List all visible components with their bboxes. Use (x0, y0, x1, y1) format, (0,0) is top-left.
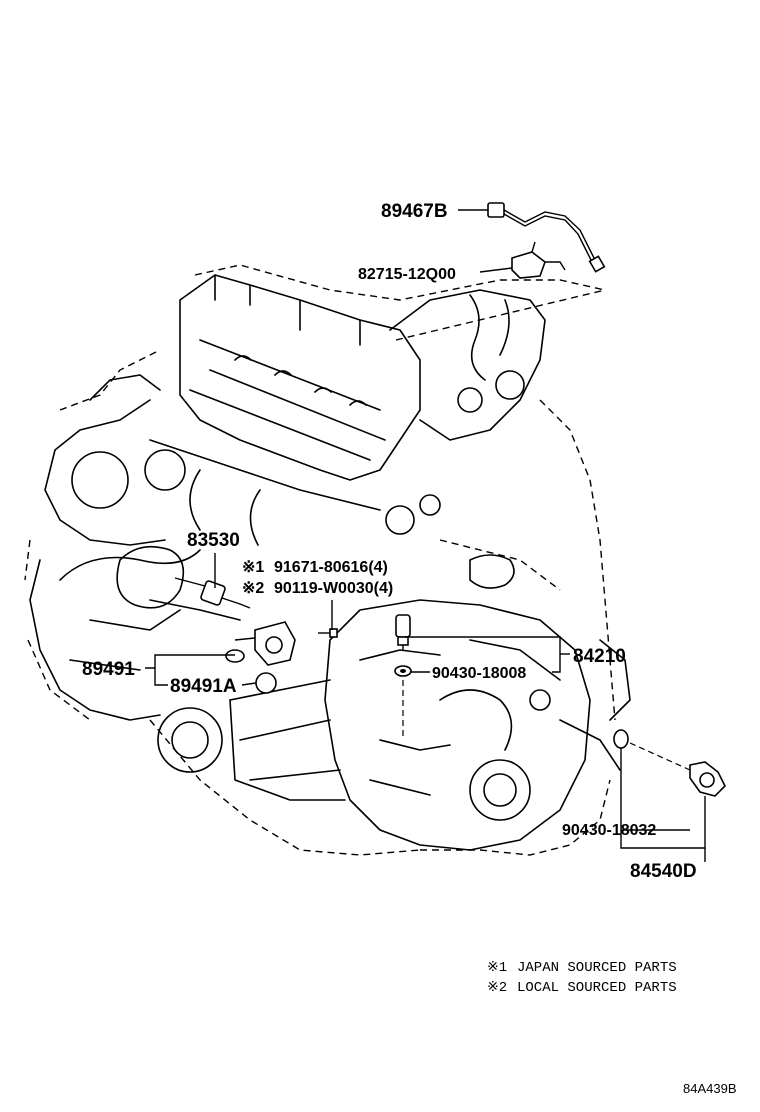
note-marker-1: ※1 (487, 960, 507, 976)
part-marker-2: ※2 (242, 580, 264, 597)
gasket-18032-part (613, 729, 629, 749)
part-label-91671-80616: 91671-80616(4) (274, 559, 388, 576)
gasket-18008-part (394, 665, 412, 677)
part-label-90119-W0030: 90119-W0030(4) (274, 580, 393, 597)
note-text-japan: JAPAN SOURCED PARTS (517, 960, 677, 976)
neutral-switch-part (225, 621, 296, 666)
part-label-90430-18032: 90430-18032 (562, 822, 656, 839)
speed-sensor-part (174, 577, 251, 609)
part-marker-1: ※1 (242, 559, 264, 576)
part-label-83530: 83530 (187, 530, 240, 551)
note-text-local: LOCAL SOURCED PARTS (517, 980, 677, 996)
leader-lines (145, 209, 706, 862)
notes-legend: ※1 JAPAN SOURCED PARTS ※2 LOCAL SOURCED … (487, 960, 677, 996)
part-label-89491: 89491 (82, 659, 135, 680)
part-label-89491A: 89491A (170, 676, 237, 697)
part-label-84210: 84210 (573, 646, 626, 667)
engine-assembly-drawing (24, 264, 631, 856)
o-ring-part (255, 672, 277, 694)
pressure-switch-part (395, 614, 411, 650)
part-label-89467B: 89467B (381, 201, 448, 222)
note-marker-2: ※2 (487, 980, 507, 996)
part-label-90430-18008: 90430-18008 (432, 665, 526, 682)
oxygen-sensor-part (487, 202, 606, 273)
bolt-part (318, 628, 338, 638)
back-up-switch-part (629, 742, 726, 797)
part-label-82715-12Q00: 82715-12Q00 (358, 266, 456, 283)
wire-bracket-part (511, 241, 566, 279)
part-label-84540D: 84540D (630, 861, 697, 882)
diagram-code: 84A439B (683, 1081, 737, 1096)
